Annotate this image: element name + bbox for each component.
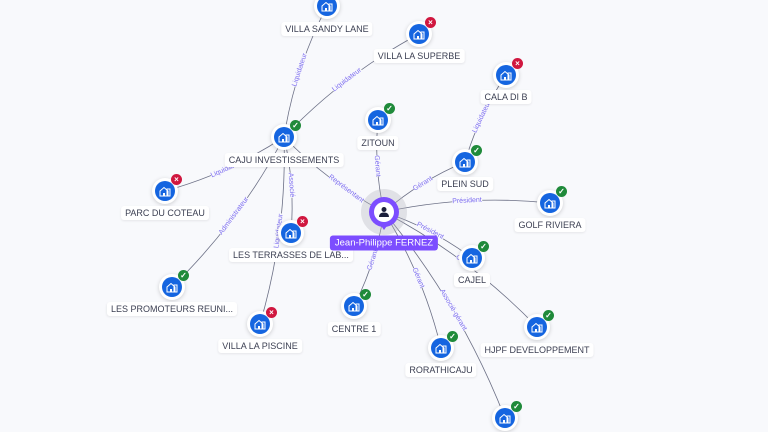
company-label[interactable]: CAJEL — [453, 273, 491, 287]
building-icon — [250, 314, 270, 334]
company-label[interactable]: VILLA SANDY LANE — [281, 22, 373, 36]
company-node-plein-sud[interactable]: ✓ — [452, 145, 482, 175]
building-icon — [281, 223, 301, 243]
building-icon — [162, 277, 182, 297]
company-node-parc-du-coteau[interactable]: × — [152, 174, 182, 204]
company-node-centre-1[interactable]: ✓ — [341, 289, 371, 319]
company-label[interactable]: CAJU INVESTISSEMENTS — [224, 153, 344, 167]
company-node-zitoun[interactable]: ✓ — [365, 103, 395, 133]
check-icon: ✓ — [511, 401, 522, 412]
company-label[interactable]: LES TERRASSES DE LAB... — [229, 248, 353, 262]
company-node-cajel[interactable]: ✓ — [459, 241, 489, 271]
building-icon — [155, 181, 175, 201]
building-icon — [495, 408, 515, 428]
company-node-villa-la-superbe[interactable]: × — [406, 17, 436, 47]
company-label[interactable]: VILLA LA PISCINE — [218, 339, 302, 353]
check-icon: ✓ — [556, 186, 567, 197]
company-label[interactable]: PARC DU COTEAU — [121, 206, 209, 220]
edge-label: Président — [451, 196, 482, 206]
company-label[interactable]: ZITOUN — [357, 136, 399, 150]
company-node-unlabeled[interactable]: ✓ — [492, 401, 522, 431]
check-icon: ✓ — [447, 331, 458, 342]
company-label[interactable]: CENTRE 1 — [327, 322, 381, 336]
building-icon — [455, 152, 475, 172]
company-node-cala-di-b[interactable]: × — [493, 58, 523, 88]
close-icon: × — [512, 58, 523, 69]
person-icon — [374, 202, 394, 222]
check-icon: ✓ — [384, 103, 395, 114]
person-label[interactable]: Jean-Philippe FERNEZ — [329, 235, 439, 251]
close-icon: × — [266, 307, 277, 318]
close-icon: × — [297, 216, 308, 227]
company-node-villa-la-piscine[interactable]: × — [247, 307, 277, 337]
company-label[interactable]: VILLA LA SUPERBE — [373, 49, 465, 63]
check-icon: ✓ — [471, 145, 482, 156]
company-node-les-terrasses[interactable]: × — [278, 216, 308, 246]
check-icon: ✓ — [478, 241, 489, 252]
company-label[interactable]: RORATHICAJU — [405, 363, 477, 377]
check-icon: ✓ — [543, 310, 554, 321]
company-node-promoteurs[interactable]: ✓ — [159, 270, 189, 300]
building-icon — [274, 127, 294, 147]
building-icon — [368, 110, 388, 130]
building-icon — [431, 338, 451, 358]
building-icon — [496, 65, 516, 85]
company-label[interactable]: GOLF RIVIERA — [514, 218, 586, 232]
check-icon: ✓ — [178, 270, 189, 281]
close-icon: × — [425, 17, 436, 28]
check-icon: ✓ — [290, 120, 301, 131]
company-node-caju[interactable]: ✓ — [271, 120, 301, 150]
building-icon — [409, 24, 429, 44]
person-node[interactable] — [369, 197, 399, 230]
company-label[interactable]: LES PROMOTEURS REUNI... — [106, 302, 238, 316]
company-node-rorathicaju[interactable]: ✓ — [428, 331, 458, 361]
building-icon — [317, 0, 337, 16]
company-node-villa-sandy-lane[interactable]: × — [314, 0, 340, 19]
company-label[interactable]: PLEIN SUD — [437, 177, 493, 191]
building-icon — [540, 193, 560, 213]
check-icon: ✓ — [360, 289, 371, 300]
building-icon — [462, 248, 482, 268]
company-node-hjpf[interactable]: ✓ — [524, 310, 554, 340]
company-label[interactable]: CALA DI B — [480, 90, 532, 104]
company-node-golf-riviera[interactable]: ✓ — [537, 186, 567, 216]
close-icon: × — [171, 174, 182, 185]
building-icon — [527, 317, 547, 337]
company-label[interactable]: HJPF DEVELOPPEMENT — [480, 343, 594, 357]
building-icon — [344, 296, 364, 316]
